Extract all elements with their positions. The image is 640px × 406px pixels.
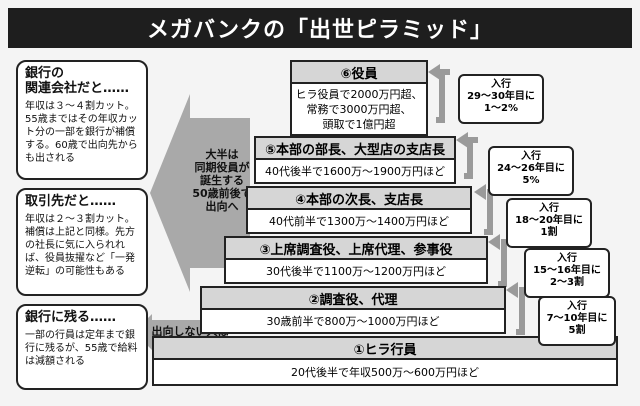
stay-case-body: 一部の行員は定年まで銀行に残るが、55歳で給料は減額される	[25, 330, 138, 367]
client-case-box: 取引先だと…… 年収は２～３割カット。補償は上記と同様。先方の社長に気に入られれ…	[16, 188, 148, 296]
tier-6-salary-line: ヒラ役員で2000万円超、	[295, 87, 423, 101]
tier-4-salary: 40代前半で1300万～1400万円ほど	[246, 210, 472, 234]
page-title: メガバンクの「出世ピラミッド」	[8, 8, 632, 48]
affiliate-case-box: 銀行の 関連会社だと…… 年収は３～４割カット。55歳まではその年収カット分の一…	[16, 60, 148, 180]
client-case-heading: 取引先だと……	[25, 194, 117, 209]
tier-5-heading: ⑤本部の部長、大型店の支店長	[254, 136, 456, 160]
tier-5-salary: 40代後半で1600万～1900万円ほど	[254, 160, 456, 184]
tier-6-salary-line: 常務で3000万円超、	[306, 102, 412, 116]
entry-tag-tier-6: 入行 29～30年目に 1～2%	[458, 74, 544, 124]
tier-6-heading: ⑥役員	[290, 60, 428, 84]
tier-1-salary: 20代後半で年収500万～600万円ほど	[152, 360, 618, 386]
entry-tag-tier-5: 入行 24～26年目に 5%	[488, 146, 574, 196]
tier-6-salary-line: 頭取で1億円超	[322, 117, 396, 131]
tier-4-heading: ④本部の次長、支店長	[246, 186, 472, 210]
tier-3-heading: ③上席調査役、上席代理、参事役	[224, 236, 488, 260]
affiliate-case-body: 年収は３～４割カット。55歳まではその年収カット分の一部を銀行が補償する。60歳…	[25, 101, 138, 164]
stay-case-heading: 銀行に残る……	[25, 310, 117, 325]
client-case-body: 年収は２～３割カット。補償は上記と同様。先方の社長に気に入られれば、役員抜擢など…	[25, 214, 135, 277]
entry-tag-tier-4: 入行 18～20年目に 1割	[506, 198, 592, 248]
stay-case-box: 銀行に残る…… 一部の行員は定年まで銀行に残るが、55歳で給料は減額される	[16, 304, 148, 390]
affiliate-case-heading: 銀行の 関連会社だと……	[25, 66, 130, 96]
tier-6-salary: ヒラ役員で2000万円超、 常務で3000万円超、 頭取で1億円超	[290, 84, 428, 136]
tier-2-salary: 30歳前半で800万～1000万円ほど	[200, 310, 506, 334]
entry-tag-tier-3: 入行 15～16年目に 2～3割	[524, 248, 610, 298]
entry-tag-tier-2: 入行 7～10年目に 5割	[538, 296, 616, 346]
big-arrow-text: 大半は 同期役員が 誕生する 50歳前後で 出向へ	[192, 148, 252, 213]
tier-3-salary: 30代後半で1100万～1200万円ほど	[224, 260, 488, 284]
tier-2-heading: ②調査役、代理	[200, 286, 506, 310]
connector-arrowheads	[428, 64, 518, 298]
